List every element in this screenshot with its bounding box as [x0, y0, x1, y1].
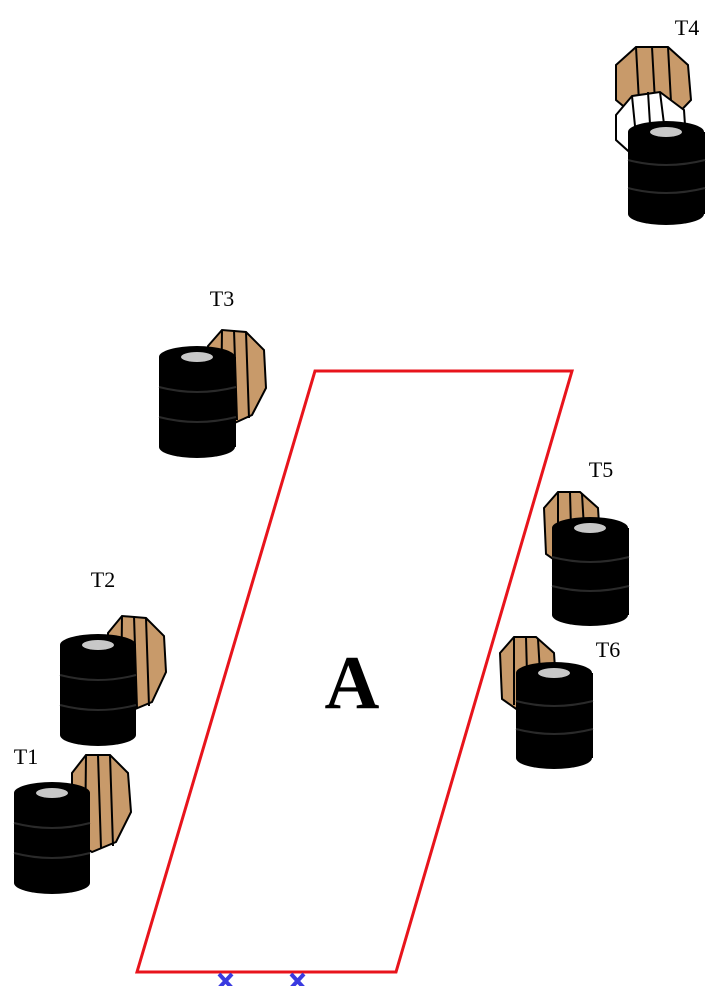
target-label-T3: T3	[210, 286, 234, 311]
target-label-T4: T4	[675, 15, 699, 40]
target-T2: T2	[59, 567, 168, 746]
target-T5: T5	[542, 457, 630, 626]
target-T4: T4	[615, 15, 706, 225]
tire-stack-icon	[627, 121, 706, 225]
tire-stack-icon	[13, 782, 91, 894]
target-T6: T6	[498, 636, 620, 769]
target-label-T1: T1	[14, 744, 38, 769]
tire-stack-icon	[59, 634, 137, 746]
target-T1: T1	[13, 744, 133, 894]
shooting-position-marker-2	[289, 972, 306, 986]
area-label: A	[325, 641, 380, 725]
tire-stack-icon	[158, 346, 237, 458]
tire-stack-icon	[515, 662, 594, 769]
target-label-T6: T6	[596, 637, 620, 662]
shooting-position-marker-1	[217, 972, 234, 986]
target-label-T2: T2	[91, 567, 115, 592]
shooting-area-outline	[134, 369, 575, 974]
target-label-T5: T5	[589, 457, 613, 482]
target-T3: T3	[158, 286, 268, 458]
tire-stack-icon	[551, 517, 630, 626]
